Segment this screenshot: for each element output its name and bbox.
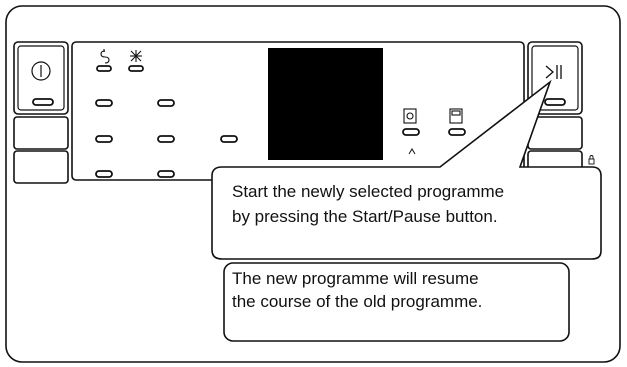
power-indicator: [32, 98, 54, 106]
callout-start-instruction: [211, 79, 602, 260]
circle-in-square-icon: [403, 108, 417, 124]
callout-resume-note: [223, 262, 570, 342]
play-pause-icon: [545, 65, 562, 79]
power-icon: [31, 61, 51, 81]
indicator-light: [448, 128, 466, 136]
asterisk-icon: [130, 50, 142, 62]
indicator-light: [95, 135, 113, 143]
indicator-light: [220, 135, 238, 143]
power-button[interactable]: [13, 41, 69, 115]
indicator-light: [157, 170, 175, 178]
indicator-light: [157, 135, 175, 143]
outer-frame: [5, 5, 621, 363]
lock-icon: [588, 155, 595, 165]
s-curl-icon: [100, 49, 110, 64]
indicator-light: [402, 128, 420, 136]
digital-display: [268, 48, 383, 160]
left-button-2[interactable]: [13, 116, 69, 150]
callout-start-line-2: by pressing the Start/Pause button.: [232, 207, 498, 226]
indicator-light: [96, 65, 112, 72]
callout-resume-line-1: The new programme will resume: [232, 269, 479, 288]
indicator-light: [95, 99, 113, 107]
left-button-3[interactable]: [13, 150, 69, 184]
callout-resume-line-2: the course of the old programme.: [232, 292, 483, 311]
indicator-light: [157, 99, 175, 107]
square-in-square-icon: [449, 108, 463, 124]
callout-start-line-1: Start the newly selected programme: [232, 182, 505, 201]
indicator-light: [95, 170, 113, 178]
indicator-light: [128, 65, 144, 72]
start-pause-indicator: [544, 98, 566, 106]
small-triangle-icon: [408, 148, 416, 155]
